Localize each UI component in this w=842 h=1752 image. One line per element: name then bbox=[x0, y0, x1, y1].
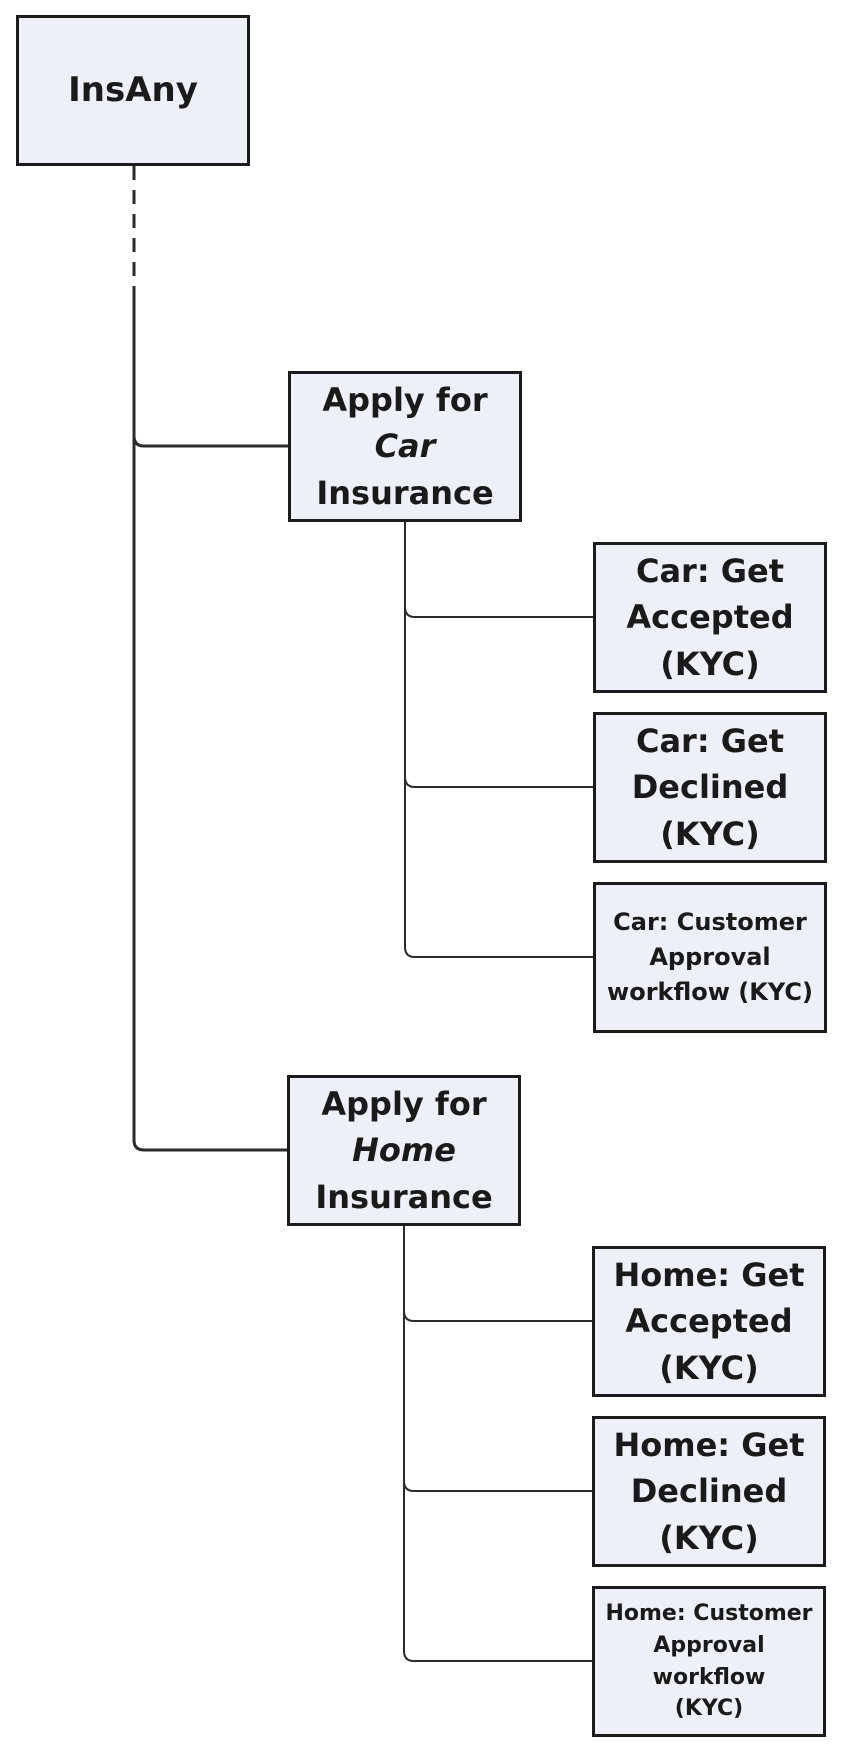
leaf-line: (KYC) bbox=[660, 814, 760, 853]
branch-car-line3: Insurance bbox=[316, 473, 494, 512]
leaf-line: Approval bbox=[649, 943, 771, 972]
leaf-line: (KYC) bbox=[674, 1696, 744, 1722]
branch-home-line3: Insurance bbox=[315, 1177, 493, 1216]
leaf-line: Accepted bbox=[626, 598, 794, 637]
branch-home-insurance[interactable]: Apply for Home Insurance bbox=[287, 1075, 521, 1226]
branch-home-line2: Home bbox=[352, 1131, 456, 1170]
leaf-line: Home: Get bbox=[613, 1255, 805, 1294]
leaf-line: Declined bbox=[631, 768, 789, 807]
branch-car-line2: Car bbox=[374, 427, 436, 466]
leaf-line: Approval workflow bbox=[652, 1632, 766, 1690]
leaf-line: Car: Get bbox=[635, 551, 785, 590]
branch-home-line1: Apply for bbox=[321, 1084, 487, 1123]
home-to-declined-connector bbox=[403, 1226, 592, 1492]
leaf-home-approval-workflow[interactable]: Home: Customer Approval workflow (KYC) bbox=[592, 1586, 826, 1737]
leaf-line: Home: Get bbox=[613, 1425, 805, 1464]
leaf-line: (KYC) bbox=[660, 644, 760, 683]
leaf-car-approval-workflow[interactable]: Car: Customer Approval workflow (KYC) bbox=[593, 882, 827, 1033]
leaf-home-accepted[interactable]: Home: Get Accepted (KYC) bbox=[592, 1246, 826, 1397]
leaf-line: Accepted bbox=[625, 1302, 793, 1341]
trunk-to-home-branch bbox=[132, 330, 287, 1152]
leaf-line: (KYC) bbox=[659, 1518, 759, 1557]
car-to-declined-connector bbox=[404, 522, 593, 788]
car-to-approval-connector bbox=[404, 522, 593, 958]
leaf-line: Car: Customer bbox=[613, 908, 807, 937]
leaf-line: Declined bbox=[630, 1472, 788, 1511]
leaf-car-declined[interactable]: Car: Get Declined (KYC) bbox=[593, 712, 827, 863]
home-to-approval-connector bbox=[403, 1226, 592, 1662]
leaf-home-declined[interactable]: Home: Get Declined (KYC) bbox=[592, 1416, 826, 1567]
trunk-to-car-branch bbox=[132, 288, 288, 448]
leaf-car-accepted[interactable]: Car: Get Accepted (KYC) bbox=[593, 542, 827, 693]
leaf-line: Home: Customer bbox=[605, 1600, 813, 1626]
root-node[interactable]: InsAny bbox=[16, 15, 250, 166]
home-to-accepted-connector bbox=[403, 1226, 592, 1322]
root-label: InsAny bbox=[68, 70, 198, 111]
branch-car-line1: Apply for bbox=[322, 380, 488, 419]
branch-car-insurance[interactable]: Apply for Car Insurance bbox=[288, 371, 522, 522]
car-to-accepted-connector bbox=[404, 522, 593, 618]
leaf-line: (KYC) bbox=[659, 1348, 759, 1387]
leaf-line: workflow (KYC) bbox=[607, 977, 813, 1006]
leaf-line: Car: Get bbox=[635, 721, 785, 760]
